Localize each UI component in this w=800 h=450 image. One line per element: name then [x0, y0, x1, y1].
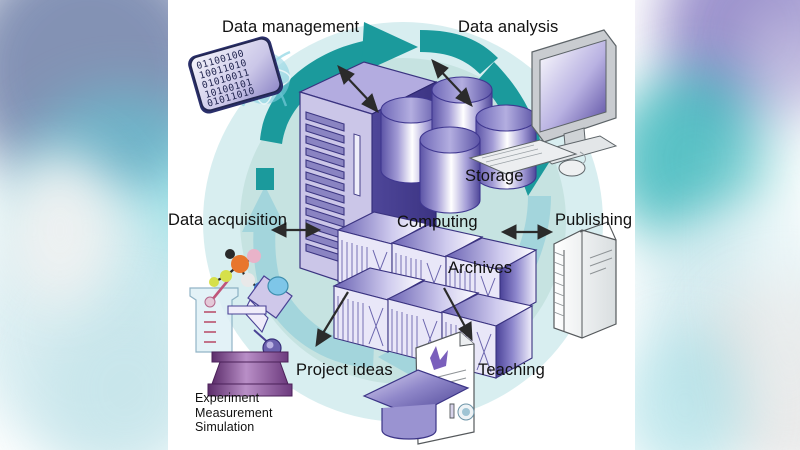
background-blob: [0, 150, 120, 310]
svg-text:01100100: 01100100: [195, 48, 245, 72]
label-teaching: Teaching: [478, 361, 545, 379]
label-project-ideas: Project ideas: [296, 361, 393, 379]
label-data-analysis: Data analysis: [458, 18, 559, 36]
svg-text:01010011: 01010011: [201, 67, 251, 91]
lab-caption-line-2: Measurement: [195, 405, 273, 420]
diagram-panel: 01100100 10011010 01010011 10100101 0101…: [168, 0, 635, 450]
background-blob: [620, 330, 750, 450]
label-data-acquisition: Data acquisition: [168, 211, 288, 229]
label-publishing: Publishing: [555, 211, 633, 229]
label-archives: Archives: [448, 259, 513, 277]
lab-caption-line-1: Experiment: [195, 391, 260, 405]
svg-text:10011010: 10011010: [198, 58, 248, 82]
lab-caption: Experiment Measurement Simulation: [195, 391, 273, 435]
label-data-management: Data management: [222, 18, 360, 36]
label-computing: Computing: [397, 213, 478, 231]
lab-caption-line-3: Simulation: [195, 420, 255, 434]
label-storage: Storage: [465, 167, 524, 185]
